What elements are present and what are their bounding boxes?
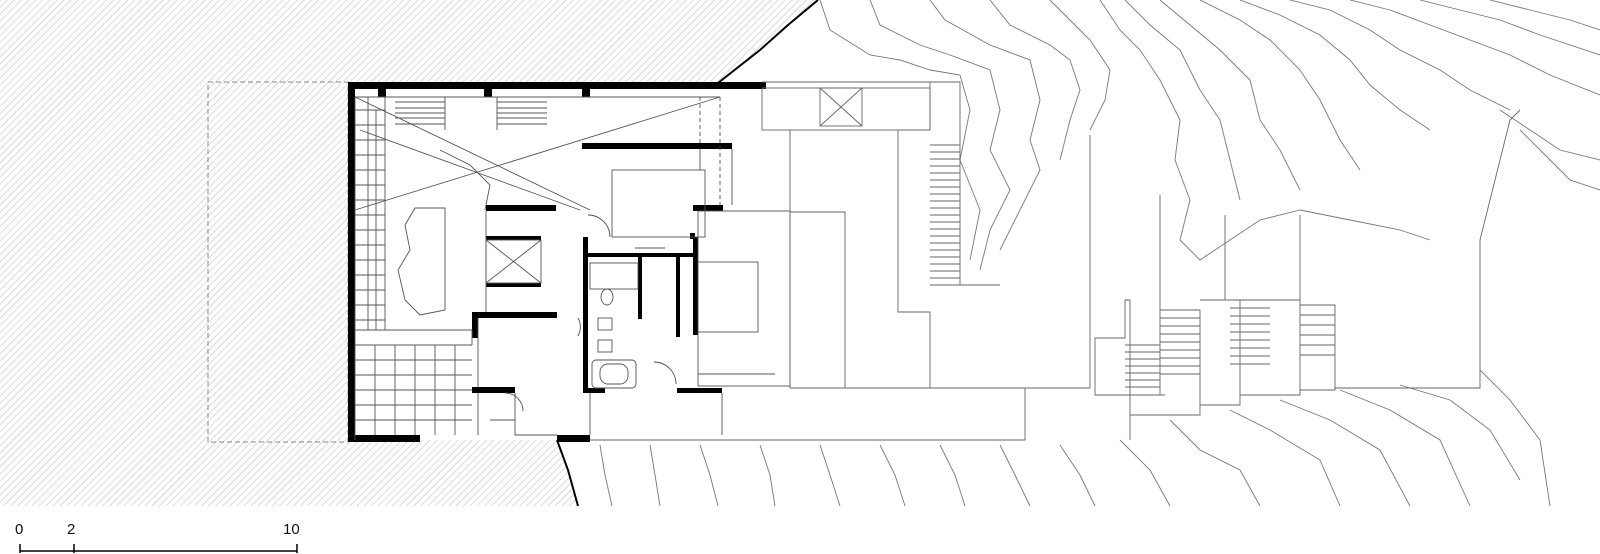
terrain-hatch (0, 0, 819, 507)
scale-tick-2: 2 (67, 521, 76, 538)
exterior-terraces (590, 81, 1521, 441)
scale-bar (19, 544, 298, 553)
interior-detail (354, 96, 791, 440)
contour-lines (599, 0, 1600, 507)
scale-tick-0: 0 (15, 521, 24, 538)
scale-tick-10: 10 (283, 521, 300, 538)
interior-walls (378, 89, 732, 393)
exterior-walls (348, 82, 766, 442)
